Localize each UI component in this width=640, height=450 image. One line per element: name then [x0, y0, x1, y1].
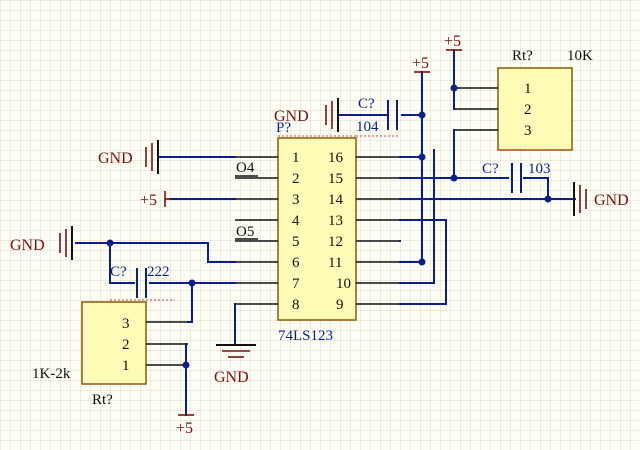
vcc-label-top-mid: +5 — [412, 55, 429, 72]
gnd-label-left-top: GND — [98, 150, 133, 167]
capacitor-222[interactable]: C? 222 — [110, 264, 170, 298]
vcc-label-top-right: +5 — [444, 33, 461, 50]
ic-pin-16: 16 — [328, 150, 344, 166]
ic-pin-15: 15 — [328, 171, 343, 187]
vcc-symbol-top-right: +5 — [444, 33, 462, 51]
rt-top-pin-3: 3 — [524, 123, 532, 139]
ic-pin-9: 9 — [336, 297, 344, 313]
vcc-symbol-top-mid: +5 — [412, 55, 430, 73]
ic-pin-10: 10 — [336, 276, 351, 292]
ic-pin-6: 6 — [292, 255, 300, 271]
rt-bottom-body[interactable] — [81, 301, 147, 385]
cap-222-value: 222 — [147, 264, 170, 280]
cap-104-designator: C? — [358, 96, 375, 112]
rt-bottom-pin-2: 2 — [122, 337, 130, 353]
rt-bottom-pin-3: 3 — [122, 316, 130, 332]
gnd-symbol-left-top: GND — [98, 140, 159, 174]
cap-222-designator: C? — [110, 264, 127, 280]
ic-pin-5: 5 — [292, 234, 300, 250]
ic-part-number: 74LS123 — [278, 328, 333, 344]
rt-bottom-value: 1K-2k — [32, 366, 71, 382]
error-markers — [82, 135, 572, 385]
rt-top-designator: Rt? — [512, 48, 533, 64]
vcc-symbol-bottom: +5 — [176, 414, 194, 437]
gnd-label-top: GND — [274, 108, 309, 125]
junctions — [106, 84, 552, 369]
cap-104-value: 104 — [356, 119, 379, 135]
ic-right-pins: 16 15 14 13 12 11 10 9 — [328, 150, 400, 313]
gnd-label-bottom: GND — [214, 369, 249, 386]
rt-top-pin-2: 2 — [524, 102, 532, 118]
ic-left-pins: 1 2 3 4 5 6 7 8 — [235, 150, 300, 313]
rt-top-pin-1: 1 — [524, 81, 532, 97]
cap-103-value: 103 — [528, 161, 551, 177]
net-label-o5: O5 — [236, 224, 254, 240]
gnd-symbol-right: GND — [573, 182, 629, 216]
gnd-symbol-top: GND — [274, 98, 339, 132]
ic-74ls123-body[interactable] — [277, 137, 357, 321]
ic-pin-4: 4 — [292, 213, 300, 229]
net-label-o4: O4 — [236, 160, 255, 176]
vcc-label-bottom: +5 — [176, 420, 193, 437]
ic-pin-8: 8 — [292, 297, 300, 313]
ic-designator: P? — [276, 120, 291, 136]
rt-top-body[interactable] — [497, 67, 573, 151]
rt-bottom-designator: Rt? — [92, 392, 113, 408]
capacitor-104[interactable]: C? 104 — [356, 96, 398, 135]
gnd-label-left: GND — [10, 237, 45, 254]
capacitor-103[interactable]: C? 103 — [482, 161, 551, 193]
gnd-label-right: GND — [594, 192, 629, 209]
ic-pin-13: 13 — [328, 213, 343, 229]
ic-pin-12: 12 — [328, 234, 343, 250]
ic-pin-3: 3 — [292, 192, 300, 208]
vcc-symbol-left: +5 — [140, 191, 172, 209]
rt-bottom-pin-1: 1 — [122, 358, 130, 374]
ic-pin-7: 7 — [292, 276, 300, 292]
ic-pin-11: 11 — [328, 255, 342, 271]
rt-top-value: 10K — [567, 48, 593, 64]
ic-pin-14: 14 — [328, 192, 344, 208]
gnd-symbol-bottom: GND — [214, 344, 256, 386]
gnd-symbol-left: GND — [10, 226, 73, 260]
vcc-label-left: +5 — [140, 192, 157, 209]
cap-103-designator: C? — [482, 161, 499, 177]
ic-pin-2: 2 — [292, 171, 300, 187]
ic-pin-1: 1 — [292, 150, 300, 166]
